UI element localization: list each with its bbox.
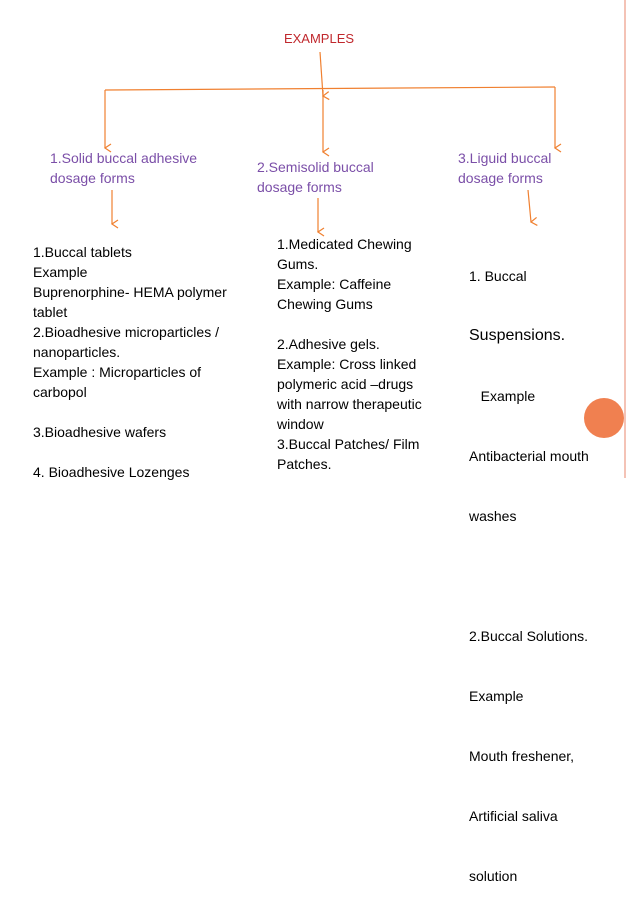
liquid-line: Example [469,388,536,404]
heading-liquid: 3.Liguid buccal dosage forms [458,150,552,186]
decorative-orange-dot [584,398,624,438]
heading-semisolid: 2.Semisolid buccal dosage forms [257,159,374,195]
examples-liquid: 1. Buccal Suspensions. Example Antibacte… [469,226,589,906]
liquid-line: 2.Buccal Solutions. [469,628,589,644]
liquid-line: Antibacterial mouth [469,448,589,464]
diagram-title: EXAMPLES [283,31,355,46]
arrow-liquid-to-examples [527,189,538,226]
liquid-line: Example [469,688,524,704]
liquid-line: Suspensions. [469,327,566,344]
liquid-line: washes [469,508,517,524]
examples-semisolid: 1.Medicated Chewing Gums. Example: Caffe… [277,236,422,472]
liquid-line [469,566,589,586]
arrow-title-to-bar [319,51,330,101]
examples-solid: 1.Buccal tablets Example Buprenorphine- … [33,244,227,480]
slide-border [624,0,626,478]
liquid-line: Artificial saliva [469,808,558,824]
horizontal-connector [104,86,556,91]
connector-lines [103,51,562,237]
liquid-line: Mouth freshener, [469,748,575,764]
liquid-line: solution [469,868,518,884]
liquid-line: 1. Buccal [469,268,527,284]
heading-solid: 1.Solid buccal adhesive dosage forms [50,150,198,186]
